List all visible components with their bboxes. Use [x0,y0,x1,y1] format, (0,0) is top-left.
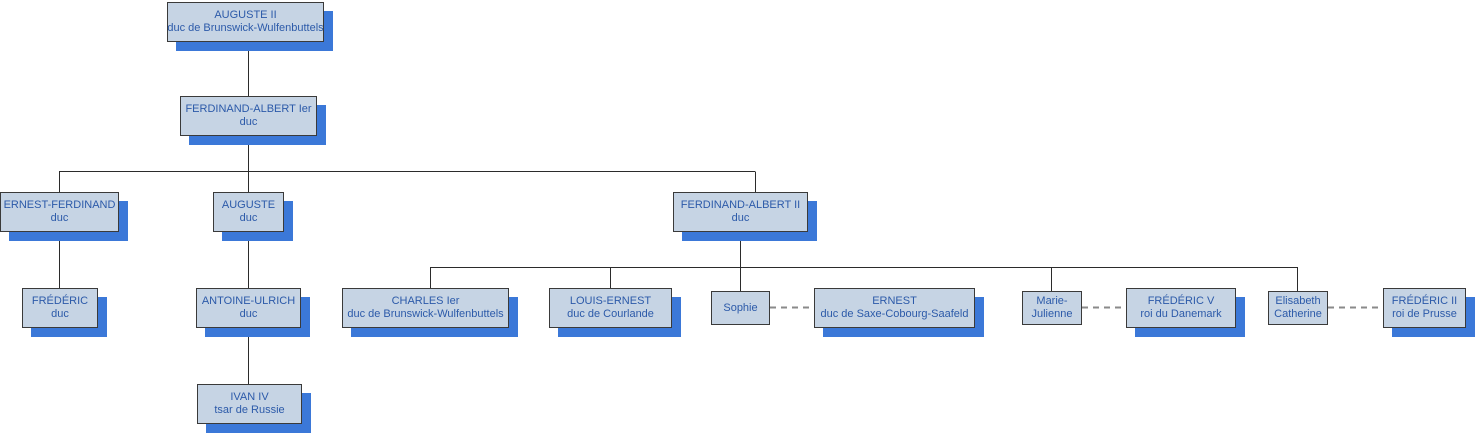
node-subtitle: duc [239,212,258,224]
node-title: FRÉDÉRIC II [1391,295,1458,307]
node-title: FERDINAND-ALBERT II [680,199,801,211]
node-marie_julienne[interactable]: Marie-Julienne [1022,291,1082,325]
node-title: FRÉDÉRIC V [1147,295,1215,307]
node-title: IVAN IV [230,391,269,403]
node-title: FERDINAND-ALBERT Ier [185,103,312,115]
node-title: AUGUSTE II [214,9,277,21]
node-subtitle: roi du Danemark [1140,308,1222,320]
node-title: LOUIS-ERNEST [569,295,652,307]
node-title: ERNEST [872,295,917,307]
node-subtitle: tsar de Russie [214,404,285,416]
node-title: ERNEST-FERDINAND [3,199,116,211]
node-subtitle: duc de Brunswick-Wulfenbuttels [167,22,324,34]
node-subtitle: Catherine [1274,308,1322,320]
node-title: AUGUSTE [221,199,276,211]
node-title: CHARLES Ier [391,295,460,307]
node-subtitle: duc [239,308,258,320]
node-title: ANTOINE-ULRICH [201,295,296,307]
node-subtitle: roi de Prusse [1392,308,1457,320]
node-title: FRÉDÉRIC [31,295,89,307]
node-title: Marie- [1036,295,1068,307]
node-subtitle: Julienne [1031,308,1073,320]
node-subtitle: duc [50,212,69,224]
node-subtitle: duc [239,116,258,128]
node-subtitle: duc [51,308,69,320]
node-title: Elisabeth [1275,295,1321,307]
node-subtitle: duc de Courlande [567,308,654,320]
node-sophie[interactable]: Sophie [711,291,770,325]
node-subtitle: duc de Saxe-Cobourg-Saafeld [820,308,969,320]
node-subtitle: duc de Brunswick-Wulfenbuttels [347,308,504,320]
node-title: Sophie [723,301,758,314]
node-subtitle: duc [731,212,750,224]
